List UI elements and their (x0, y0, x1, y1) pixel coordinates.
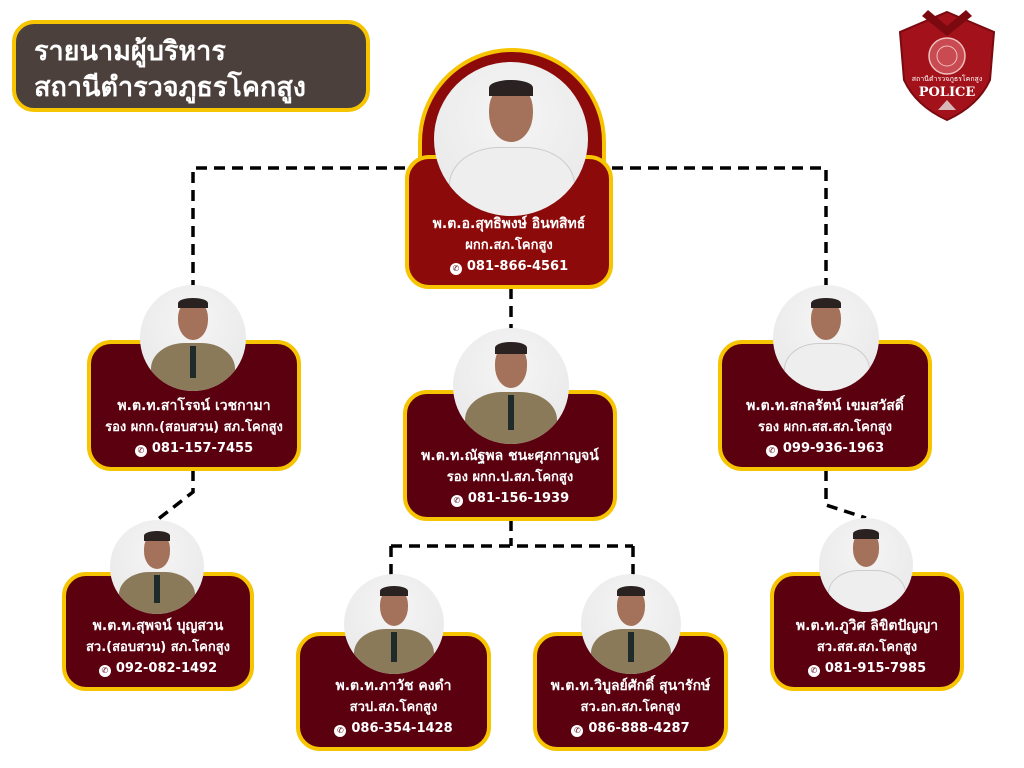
person-name: พ.ต.ท.วิบูลย์ศักดิ์ สุนารักษ์ (550, 678, 711, 694)
person-photo (434, 62, 588, 216)
connector-left (155, 470, 195, 522)
person-photo (344, 574, 444, 674)
person-position: รอง ผกก.(สอบสวน) สภ.โคกสูง (105, 420, 283, 435)
phone-icon: ✆ (449, 263, 462, 275)
person-name: พ.ต.ท.สกลรัตน์ เขมสวัสดิ์ (746, 398, 904, 414)
person-name: พ.ต.ท.ณัฐพล ชนะศุภกาญจน์ (421, 448, 599, 464)
person-position: สว.อก.สภ.โคกสูง (580, 700, 681, 715)
connector-top-left (191, 166, 405, 286)
phone-icon: ✆ (571, 725, 584, 737)
person-phone: 099-936-1963 (782, 441, 885, 456)
person-name: พ.ต.ท.สุพจน์ บุญสวน (92, 618, 224, 634)
person-photo (819, 518, 913, 612)
connector-top-right (612, 166, 828, 286)
person-phone: 086-888-4287 (588, 721, 690, 736)
person-position: รอง ผกก.สส.สภ.โคกสูง (757, 420, 893, 435)
page-title: รายนามผู้บริหาร สถานีตำรวจภูธรโคกสูง (12, 20, 370, 112)
person-phone: 086-354-1428 (351, 721, 453, 736)
person-photo (110, 520, 204, 614)
person-name: พ.ต.ท.สาโรจน์ เวชกามา (117, 398, 271, 414)
person-position: รอง ผกก.ป.สภ.โคกสูง (446, 470, 574, 485)
person-photo (453, 328, 569, 444)
police-logo: สถานีตำรวจภูธรโคกสูง POLICE (898, 10, 996, 122)
person-name: พ.ต.ท.ภูวิศ ลิขิตปัญญา (795, 618, 939, 634)
person-photo (773, 285, 879, 391)
phone-icon: ✆ (98, 665, 111, 677)
person-card: พ.ต.ท.สุพจน์ บุญสวน สว.(สอบสวน) สภ.โคกสู… (62, 572, 254, 691)
phone-icon: ✆ (134, 445, 147, 457)
title-line-1: รายนามผู้บริหาร (34, 36, 226, 67)
logo-station-text: สถานีตำรวจภูธรโคกสูง (912, 74, 983, 83)
phone-icon: ✆ (450, 495, 463, 507)
person-phone: 081-915-7985 (824, 661, 927, 676)
phone-icon: ✆ (765, 445, 778, 457)
person-position: สวป.สภ.โคกสูง (349, 700, 438, 715)
person-photo (140, 285, 246, 391)
person-phone: 081-866-4561 (466, 259, 569, 274)
phone-icon: ✆ (334, 725, 347, 737)
phone-icon: ✆ (807, 665, 820, 677)
person-name: พ.ต.อ.สุทธิพงษ์ อินทสิทธ์ (432, 216, 586, 232)
person-phone: 081-156-1939 (467, 491, 570, 506)
connector-center (389, 520, 635, 575)
person-phone: 092-082-1492 (115, 661, 218, 676)
person-position: สว.สส.สภ.โคกสูง (816, 640, 918, 655)
person-photo (581, 574, 681, 674)
person-phone: 081-157-7455 (151, 441, 254, 456)
connector-right (824, 470, 867, 520)
person-name: พ.ต.ท.ภาวัช คงดำ (335, 678, 452, 694)
person-position: ผกก.สภ.โคกสูง (465, 238, 553, 253)
person-position: สว.(สอบสวน) สภ.โคกสูง (86, 640, 230, 655)
logo-police-text: POLICE (919, 85, 976, 100)
title-line-2: สถานีตำรวจภูธรโคกสูง (34, 72, 306, 103)
